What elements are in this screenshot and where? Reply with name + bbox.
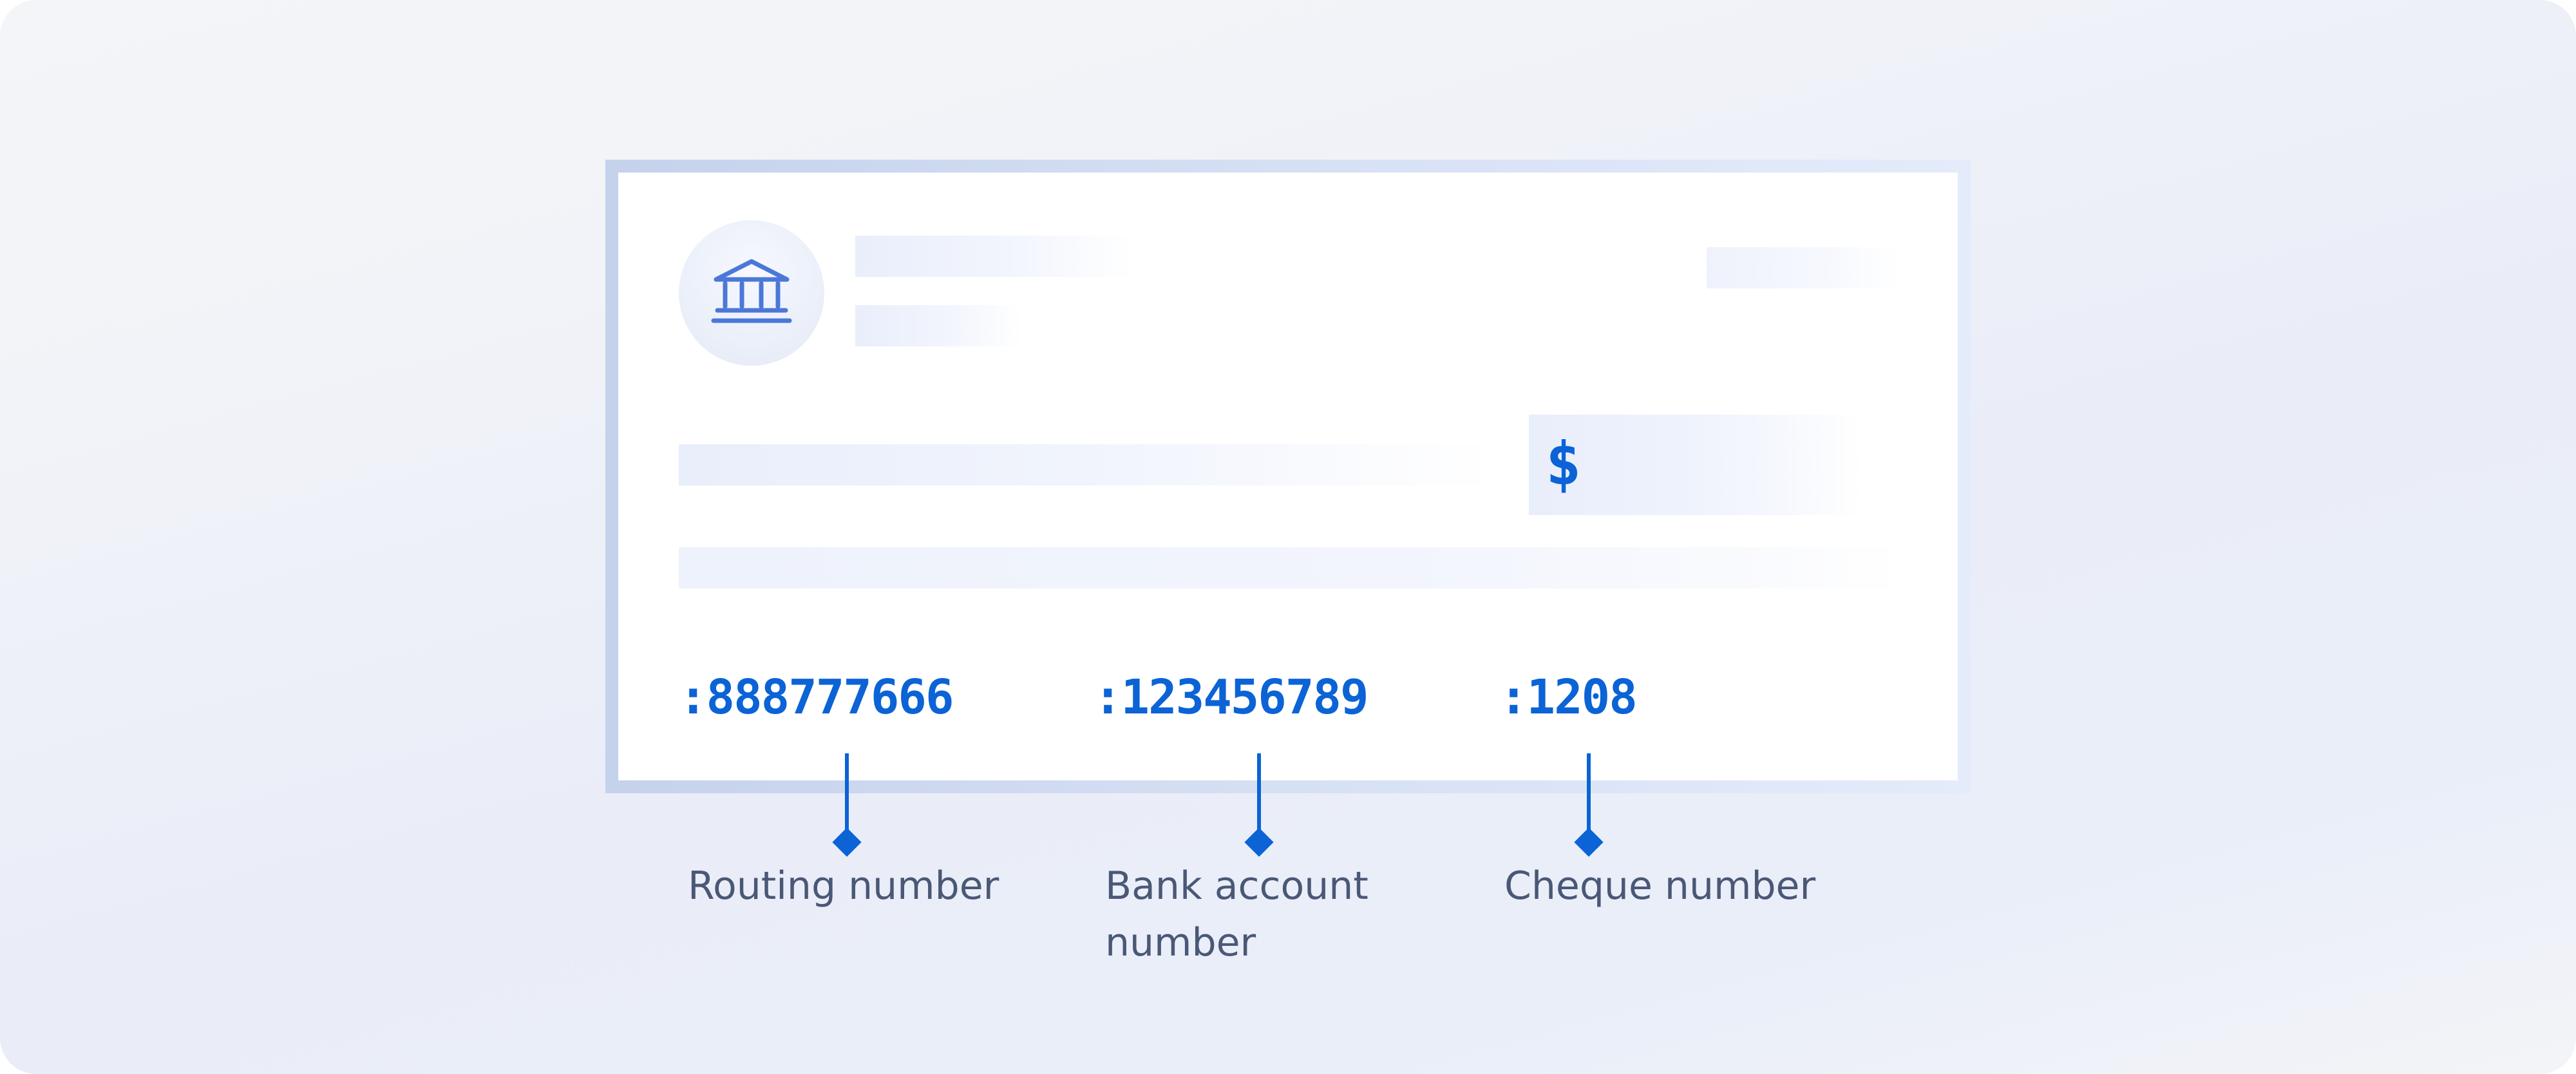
amount-words-placeholder xyxy=(679,547,1900,589)
cheque-pointer-line xyxy=(1587,753,1591,837)
amount-box: $ xyxy=(1529,415,1864,515)
bank-icon xyxy=(711,259,792,323)
micr-routing-number: :888777666 xyxy=(679,670,954,725)
account-pointer-diamond xyxy=(1244,827,1274,857)
payee-line-placeholder xyxy=(679,444,1497,485)
date-placeholder xyxy=(1707,247,1900,288)
bank-address-placeholder xyxy=(855,305,1023,346)
cheque-frame: $ :888777666 :123456789 :1208 xyxy=(605,160,1971,793)
cheque-card: $ :888777666 :123456789 :1208 xyxy=(618,173,1958,780)
bank-name-placeholder xyxy=(855,236,1132,277)
routing-pointer-line xyxy=(845,753,849,837)
cheque-pointer-diamond xyxy=(1574,827,1604,857)
bank-avatar xyxy=(679,220,824,366)
cheque-number-label: Cheque number xyxy=(1504,863,1816,909)
dollar-sign: $ xyxy=(1546,429,1582,498)
routing-pointer-diamond xyxy=(832,827,862,857)
micr-account-number: :123456789 xyxy=(1094,670,1369,725)
account-pointer-line xyxy=(1257,753,1261,837)
routing-number-label: Routing number xyxy=(688,863,999,909)
bank-account-number-label: Bank account number xyxy=(1105,863,1368,965)
micr-cheque-number: :1208 xyxy=(1499,670,1638,725)
